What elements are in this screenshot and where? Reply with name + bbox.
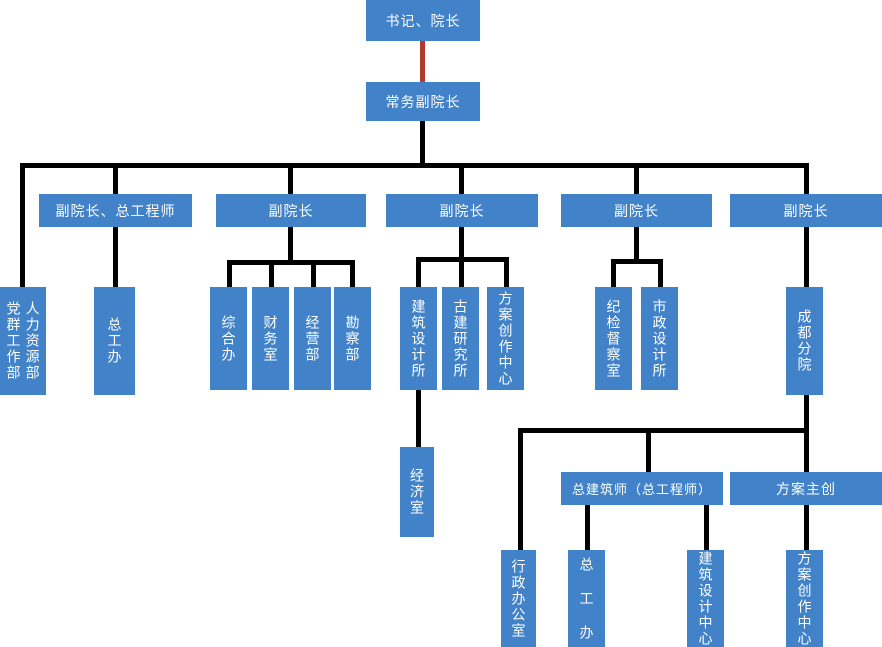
- connector-vp4-drop: [634, 227, 639, 262]
- connector-bus-drop-vp3: [459, 163, 464, 194]
- node-label-hr-dept: 人力资源部: [24, 301, 41, 381]
- connector-vp1-to-chief-engineer-office: [113, 227, 118, 287]
- node-label: 勘察部: [344, 314, 361, 363]
- connector-chengdu-drop-scheme-lead: [804, 428, 809, 475]
- connector-vp3-drop: [459, 227, 464, 262]
- connector-vp2-bus: [227, 260, 355, 265]
- connector-vp4-drop-municipal: [658, 259, 663, 287]
- connector-vp2-drop-finance: [269, 260, 274, 287]
- connector-chief-architect-drop-design-center: [704, 505, 709, 550]
- connector-vp3-drop-architectural-design: [416, 257, 421, 287]
- node-survey-dept[interactable]: 勘察部: [334, 287, 371, 390]
- node-chengdu-branch[interactable]: 成都分院: [786, 287, 823, 395]
- node-branch-chief-engineer-office[interactable]: 总 工 办: [568, 550, 605, 647]
- node-label: 总建筑师（总工程师）: [571, 482, 712, 497]
- node-municipal-design-institute[interactable]: 市政设计所: [641, 287, 678, 390]
- node-general-affairs-office[interactable]: 综合办: [210, 287, 247, 390]
- node-label: 行政办公室: [510, 558, 527, 639]
- node-chief-architect[interactable]: 总建筑师（总工程师）: [561, 472, 723, 505]
- node-label-party-mass-work-dept: 党群工作部: [5, 301, 22, 381]
- node-label: 副院长: [783, 202, 829, 219]
- node-hr-and-party-dept[interactable]: 人力资源部 党群工作部: [0, 287, 46, 395]
- node-label: 建筑设计中心: [697, 550, 714, 647]
- node-finance-office[interactable]: 财务室: [252, 287, 289, 390]
- connector-bus-drop-vp4: [634, 163, 639, 194]
- node-label: 综合办: [220, 314, 237, 363]
- connector-vp4-bus: [611, 259, 663, 264]
- node-label: 副院长、总工程师: [55, 202, 176, 219]
- node-economics-office[interactable]: 经济室: [400, 447, 434, 537]
- node-label: 经营部: [304, 314, 321, 363]
- node-label: 常务副院长: [385, 93, 461, 110]
- connector-secretary-to-executive-vp: [420, 41, 425, 82]
- connector-vp4-drop-discipline: [611, 259, 616, 287]
- node-scheme-creation-center[interactable]: 方案创作中心: [487, 287, 524, 390]
- connector-architectural-design-to-economics: [416, 390, 421, 447]
- connector-chengdu-drop: [804, 395, 809, 432]
- node-secretary-president[interactable]: 书记、院长: [366, 0, 480, 41]
- node-admin-office[interactable]: 行政办公室: [501, 550, 536, 647]
- connector-vp3-drop-ancient-architecture: [459, 257, 464, 287]
- connector-chengdu-bus: [518, 428, 809, 433]
- connector-chengdu-drop-admin-office: [518, 428, 523, 550]
- node-label: 古建研究所: [452, 298, 469, 379]
- node-label: 成都分院: [796, 309, 813, 373]
- connector-vp2-drop-business: [311, 260, 316, 287]
- connector-executive-vp-drop: [420, 121, 425, 168]
- node-discipline-inspection-office[interactable]: 纪检督察室: [595, 287, 632, 390]
- node-branch-scheme-creation-center[interactable]: 方案创作中心: [786, 550, 823, 647]
- node-label: 方案主创: [776, 480, 836, 497]
- connector-bus-drop-hr: [20, 163, 25, 287]
- connector-chief-architect-drop-chief-engineer-office: [585, 505, 590, 550]
- node-label: 副院长: [614, 202, 659, 219]
- node-scheme-lead[interactable]: 方案主创: [730, 472, 882, 505]
- node-label: 市政设计所: [651, 298, 668, 379]
- node-label: 经济室: [409, 468, 426, 516]
- node-label: 方案创作中心: [796, 550, 813, 647]
- node-vp-3[interactable]: 副院长: [386, 194, 538, 227]
- connector-vp5-to-chengdu-branch: [804, 227, 809, 287]
- connector-vp2-drop-general-affairs: [227, 260, 232, 287]
- node-label: 财务室: [262, 314, 279, 363]
- node-executive-vice-president[interactable]: 常务副院长: [366, 82, 480, 121]
- node-label: 总 工 办: [578, 556, 595, 641]
- node-vp-5[interactable]: 副院长: [730, 194, 882, 227]
- connector-vp2-drop-survey: [350, 260, 355, 287]
- connector-main-bus: [20, 163, 809, 168]
- node-architectural-design-institute[interactable]: 建筑设计所: [400, 287, 437, 390]
- node-vp-4[interactable]: 副院长: [561, 194, 712, 227]
- connector-scheme-lead-drop-creation-center: [804, 505, 809, 550]
- node-label: 副院长: [268, 202, 314, 219]
- node-label: 纪检督察室: [605, 298, 622, 379]
- node-label: 建筑设计所: [410, 298, 427, 379]
- node-label: 方案创作中心: [497, 290, 514, 387]
- node-label: 总工办: [106, 317, 123, 365]
- connector-bus-drop-vp5: [804, 163, 809, 194]
- node-vp-chief-engineer[interactable]: 副院长、总工程师: [39, 194, 192, 227]
- connector-vp3-drop-scheme-center: [504, 257, 509, 287]
- node-vp-2[interactable]: 副院长: [216, 194, 366, 227]
- node-business-dept[interactable]: 经营部: [294, 287, 331, 390]
- connector-chengdu-drop-chief-architect: [646, 428, 651, 475]
- node-architectural-design-center[interactable]: 建筑设计中心: [687, 550, 724, 647]
- connector-bus-drop-vp2: [288, 163, 293, 194]
- node-label: 副院长: [439, 202, 485, 219]
- connector-bus-drop-vp1: [113, 163, 118, 194]
- node-chief-engineer-office[interactable]: 总工办: [94, 287, 135, 395]
- node-label: 书记、院长: [385, 12, 461, 29]
- node-ancient-architecture-research-institute[interactable]: 古建研究所: [442, 287, 479, 390]
- connector-vp2-drop: [288, 227, 293, 262]
